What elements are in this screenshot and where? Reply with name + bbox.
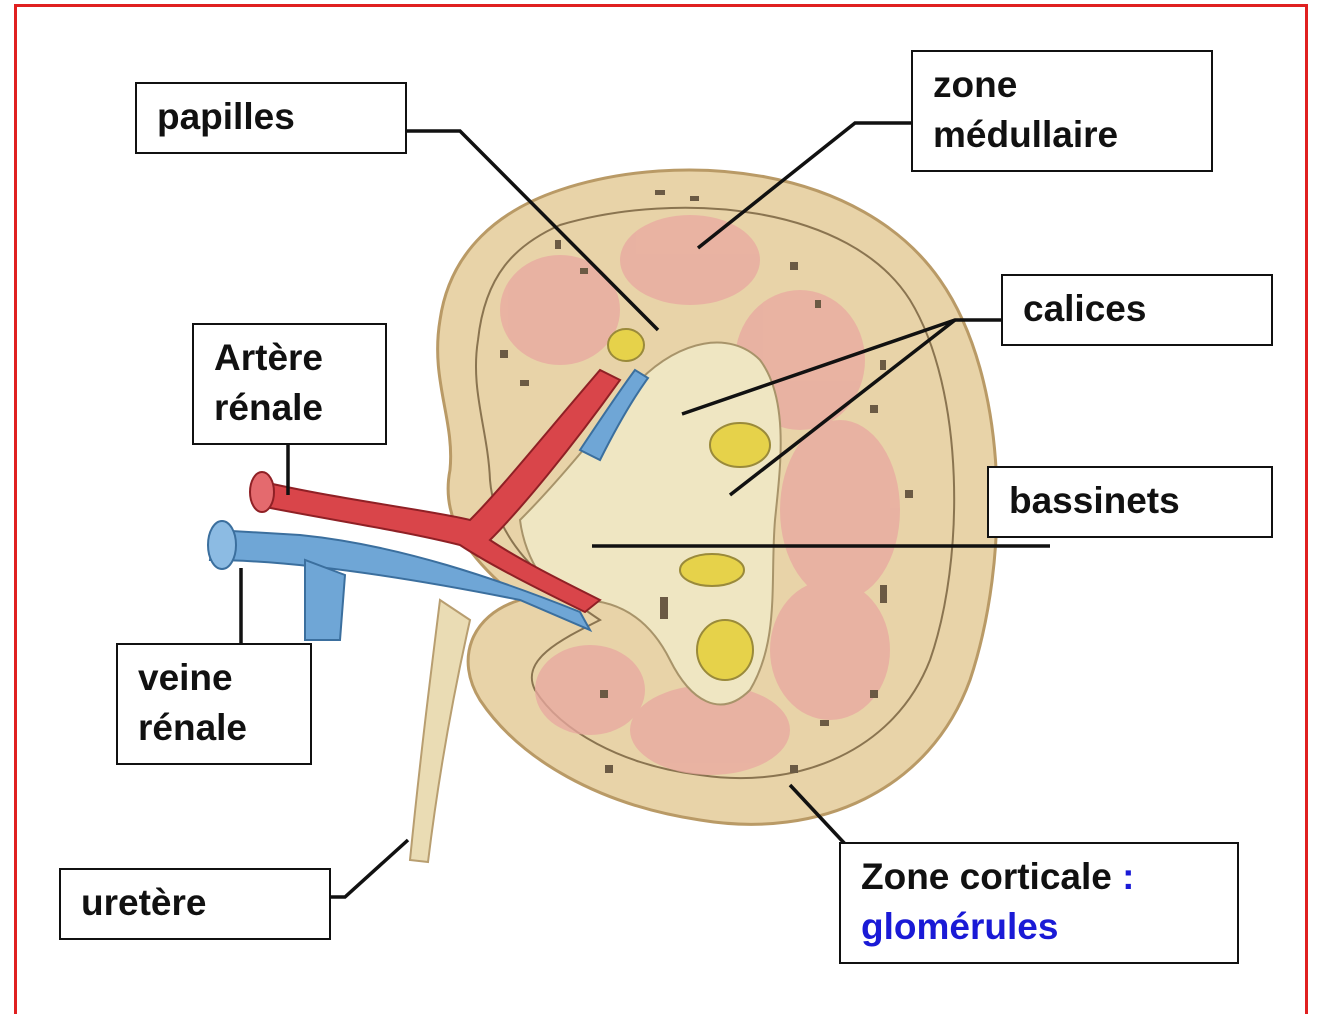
label-calices-text: calices — [1023, 284, 1271, 334]
label-bassinets-text: bassinets — [1009, 476, 1271, 526]
label-zone-corticale-text: Zone corticale — [861, 856, 1112, 897]
label-zone-corticale-line1: Zone corticale : — [861, 852, 1237, 902]
label-calices: calices — [1001, 274, 1273, 346]
label-artere-line1: Artère — [214, 333, 385, 383]
label-artere-line2: rénale — [214, 383, 385, 433]
renal-vein-branch — [305, 560, 345, 640]
label-uretere: uretère — [59, 868, 331, 940]
label-uretere-text: uretère — [81, 878, 329, 928]
label-artere-renale: Artère rénale — [192, 323, 387, 445]
label-veine-line2: rénale — [138, 703, 310, 753]
label-zone-medullaire-line2: médullaire — [933, 110, 1211, 160]
label-veine-renale: veine rénale — [116, 643, 312, 765]
ureter-tube — [410, 600, 470, 862]
label-zone-corticale: Zone corticale : glomérules — [839, 842, 1239, 964]
label-zone-corticale-colon: : — [1112, 856, 1135, 897]
label-papilles-text: papilles — [157, 92, 405, 142]
label-bassinets: bassinets — [987, 466, 1273, 538]
renal-vein-opening — [208, 521, 236, 569]
label-zone-medullaire: zone médullaire — [911, 50, 1213, 172]
label-papilles: papilles — [135, 82, 407, 154]
label-glomerules: glomérules — [861, 902, 1237, 952]
renal-artery-opening — [250, 472, 274, 512]
label-zone-medullaire-line1: zone — [933, 60, 1211, 110]
label-veine-line1: veine — [138, 653, 310, 703]
